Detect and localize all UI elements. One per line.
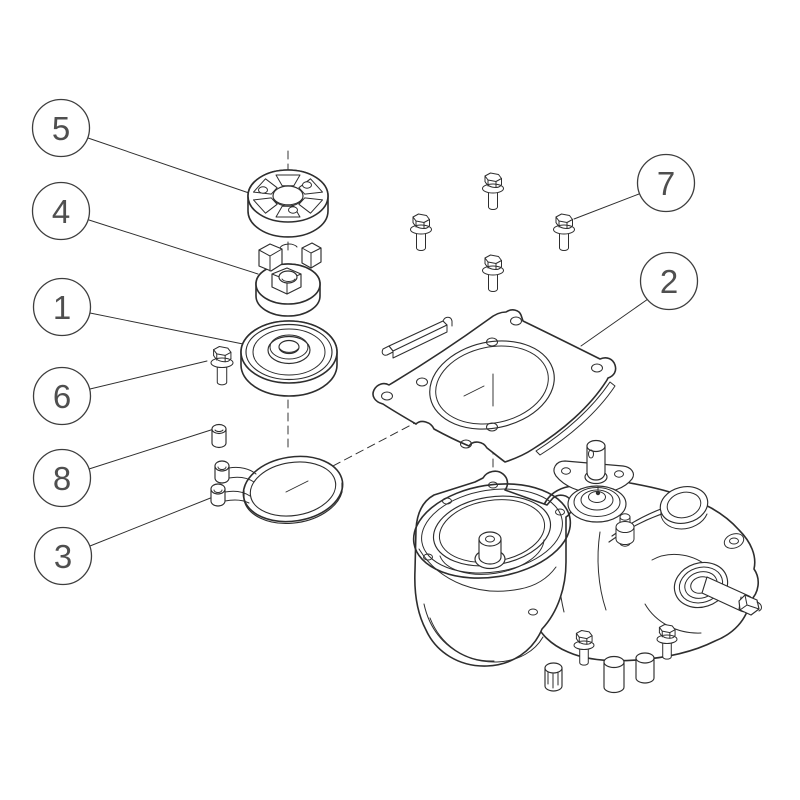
mounting-bolt — [482, 172, 504, 210]
leader-line-7 — [574, 194, 639, 219]
inspection-port — [656, 482, 711, 529]
part-6-flange-bolt — [210, 345, 234, 386]
output-shaft — [669, 556, 762, 615]
callout-balloon-4: 4 — [33, 183, 90, 240]
callout-number-7: 7 — [657, 165, 675, 202]
part-8-dowel-pin — [212, 425, 226, 448]
shaft-nut — [739, 595, 759, 615]
line-art: 5 4 1 6 8 3 7 — [33, 100, 762, 693]
housing-bowl-flange — [407, 471, 577, 666]
callout-number-8: 8 — [53, 460, 71, 497]
callout-number-6: 6 — [53, 378, 71, 415]
leader-lines — [88, 138, 648, 546]
leader-line-4 — [89, 220, 258, 274]
callout-number-2: 2 — [660, 263, 678, 300]
gearbox-housing — [407, 441, 762, 693]
callout-balloon-8: 8 — [34, 450, 91, 507]
leader-line-5 — [88, 138, 249, 193]
part-3-band-clamp — [211, 450, 347, 529]
leader-line-2 — [581, 299, 648, 346]
clamp-center-mark — [286, 481, 308, 492]
plate-bracket — [382, 317, 452, 358]
callout-balloon-1: 1 — [34, 279, 91, 336]
part-4-jaw-coupling-hub — [256, 243, 321, 316]
callout-balloon-3: 3 — [35, 528, 92, 585]
callout-number-1: 1 — [53, 289, 71, 326]
callout-number-4: 4 — [52, 193, 70, 230]
mounting-bolt — [482, 254, 504, 292]
housing-bottom-fasteners — [545, 624, 678, 693]
part-1-pulley-disc — [241, 321, 337, 396]
mounting-bolt — [553, 213, 575, 251]
callout-balloons: 5 4 1 6 8 3 7 — [33, 100, 698, 585]
leader-line-6 — [90, 361, 207, 389]
callout-balloon-7: 7 — [638, 155, 695, 212]
leader-line-8 — [89, 429, 214, 469]
leader-line-3 — [90, 497, 213, 546]
bowl-center-stub — [475, 532, 505, 569]
callout-balloon-2: 2 — [641, 253, 698, 310]
part-2-mounting-plate — [373, 310, 616, 462]
plate-edge-lip — [536, 382, 615, 455]
callout-balloon-6: 6 — [34, 368, 91, 425]
vent-stud — [616, 514, 634, 546]
callout-balloon-5: 5 — [33, 100, 90, 157]
part-5-slotted-coupling-disc — [248, 170, 328, 237]
callout-number-3: 3 — [54, 538, 72, 575]
mounting-bolt — [410, 213, 432, 251]
plate-center-marks — [464, 374, 493, 406]
mounting-bolts — [410, 172, 575, 292]
input-shaft — [554, 441, 633, 523]
callout-number-5: 5 — [52, 110, 70, 147]
leader-line-1 — [90, 313, 243, 344]
